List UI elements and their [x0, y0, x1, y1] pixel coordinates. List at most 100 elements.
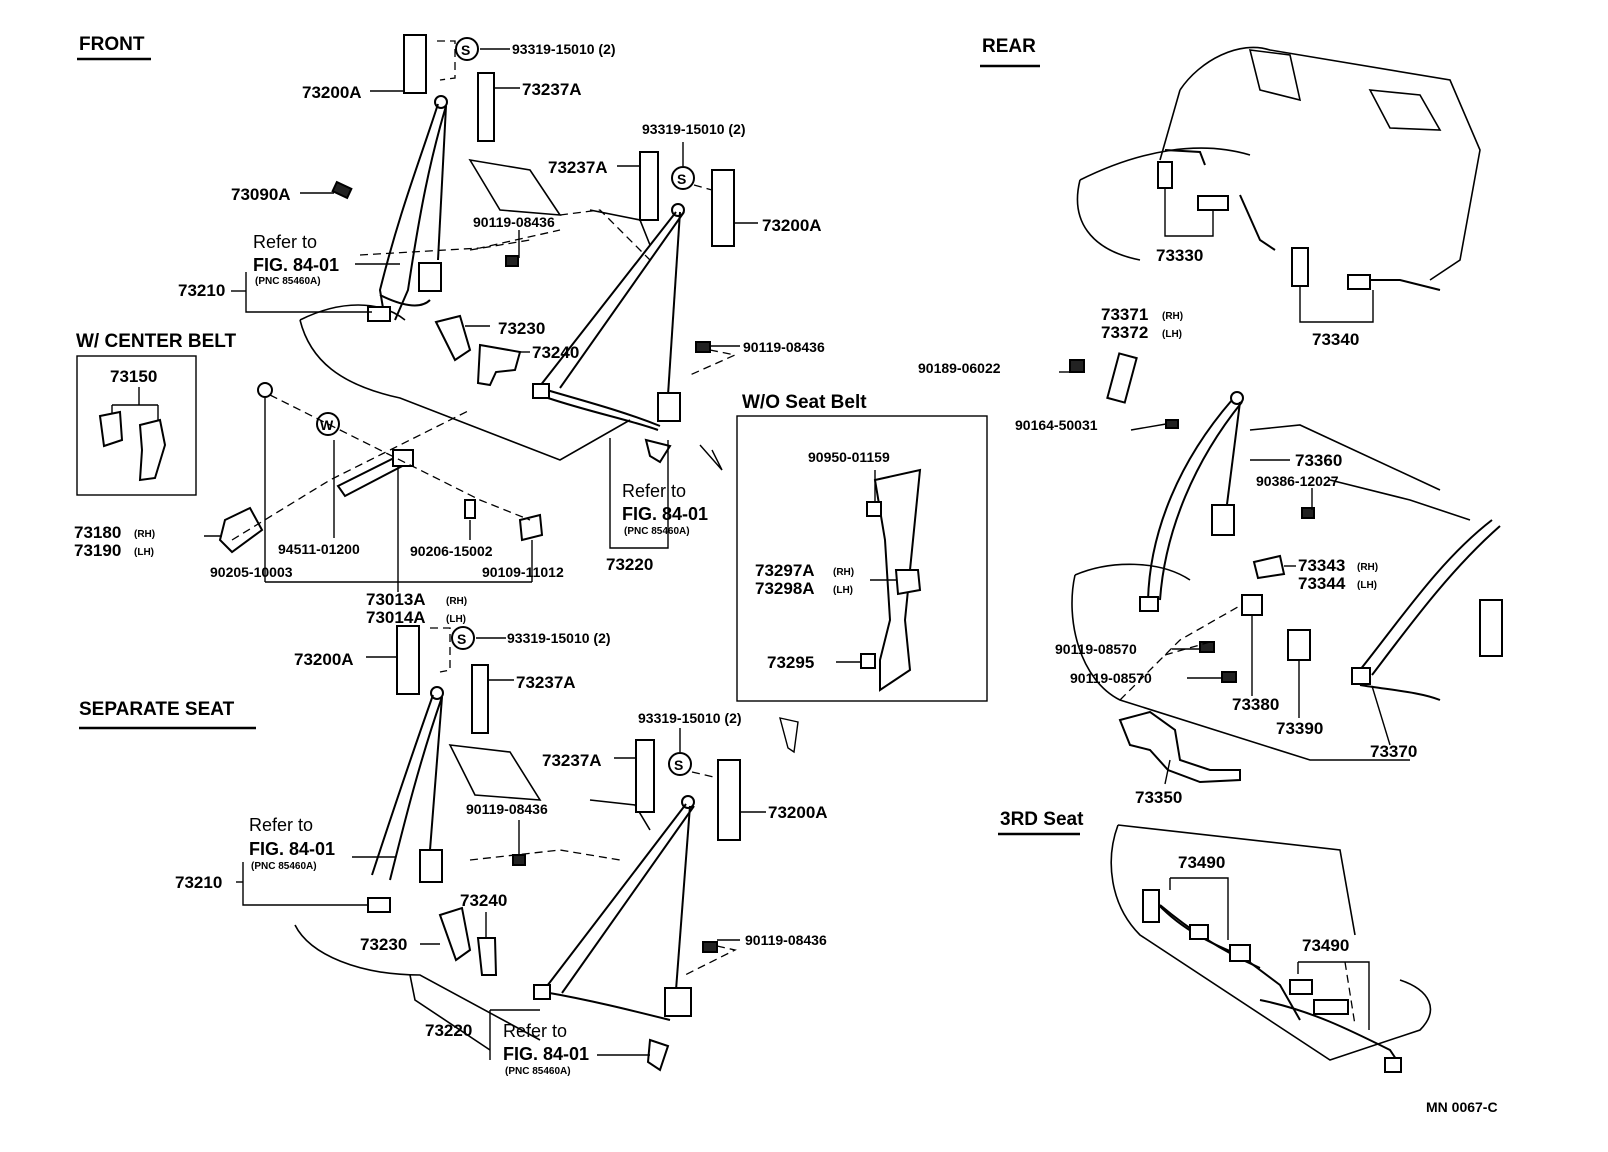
label-73490-a: 73490	[1178, 853, 1225, 872]
label-73340: 73340	[1312, 330, 1359, 349]
washer	[464, 499, 476, 519]
anchor-plate-73200a	[403, 34, 427, 94]
symbol-s-4: S	[668, 752, 692, 776]
belt-anchor-b	[533, 984, 551, 1000]
bolt-b	[695, 341, 711, 353]
label-73240-a: 73240	[532, 343, 579, 362]
retractor-b	[657, 392, 681, 422]
belt-73350	[1118, 710, 1241, 784]
label-93319-15010-b: 93319-15010 (2)	[642, 121, 746, 137]
label-73370: 73370	[1370, 742, 1417, 761]
refer-a-line2: FIG. 84-01	[253, 255, 339, 275]
refer-d-line2: FIG. 84-01	[503, 1044, 589, 1064]
rear-second-seat	[1071, 424, 1471, 761]
retractor	[418, 262, 442, 292]
label-73200a-b: 73200A	[762, 216, 822, 235]
rear-leaders	[1059, 371, 1391, 785]
label-90119-08570-b: 90119-08570	[1070, 670, 1152, 686]
label-73297a-suffix: (RH)	[833, 567, 854, 578]
refer-c-line1: Refer to	[249, 815, 313, 835]
heading-rear-text: REAR	[982, 36, 1036, 57]
refer-d-line1: Refer to	[503, 1021, 567, 1041]
buckle-73380	[1241, 594, 1263, 616]
label-73298a-suffix: (LH)	[833, 585, 853, 596]
label-73237a-b: 73237A	[548, 158, 608, 177]
refer-c-line3: (PNC 85460A)	[251, 861, 317, 872]
label-73390: 73390	[1276, 719, 1323, 738]
refer-c-line2: FIG. 84-01	[249, 839, 335, 859]
symbol-w-text: W	[320, 417, 334, 433]
label-73190: 73190	[74, 541, 121, 560]
bolt-a	[505, 255, 519, 267]
symbol-s-1-text: S	[461, 42, 470, 58]
label-73180-suffix: (RH)	[134, 529, 155, 540]
label-90119-08436-b: 90119-08436	[743, 339, 825, 355]
heading-third-seat: 3RD Seat	[998, 809, 1084, 836]
refer-block-b: Refer to FIG. 84-01 (PNC 85460A)	[622, 481, 708, 537]
third-buckle-b	[1189, 924, 1209, 940]
front-right-belt	[505, 151, 738, 471]
refer-d-line3: (PNC 85460A)	[505, 1066, 571, 1077]
refer-b-line3: (PNC 85460A)	[624, 526, 690, 537]
refer-a-line3: (PNC 85460A)	[255, 276, 321, 287]
label-73330: 73330	[1156, 246, 1203, 265]
bolt-90164	[1165, 419, 1179, 429]
center-belt-inset	[76, 355, 197, 496]
label-73237a-a: 73237A	[522, 80, 582, 99]
inset-buckle-b	[138, 418, 167, 482]
label-73344: 73344	[1298, 574, 1346, 593]
third-buckle-e	[1313, 999, 1349, 1015]
bolt-90109	[518, 513, 544, 542]
label-73490-b: 73490	[1302, 936, 1349, 955]
symbol-s-4-text: S	[674, 757, 683, 773]
rear-buckle-c	[1291, 247, 1309, 287]
rear-buckle-b	[1197, 195, 1229, 211]
refer-b-line2: FIG. 84-01	[622, 504, 708, 524]
cap-73295	[860, 653, 876, 669]
third-buckle-d	[1289, 979, 1313, 995]
cover-73237a-d	[635, 739, 655, 813]
label-73210-b: 73210	[175, 873, 222, 892]
label-73200a-a: 73200A	[302, 83, 362, 102]
separate-leaders	[236, 627, 799, 1060]
cover-73371	[1106, 352, 1138, 404]
heading-wo-seat-belt: W/O Seat Belt	[742, 392, 867, 413]
label-90206-15002: 90206-15002	[410, 543, 493, 559]
retractor-c	[419, 849, 443, 883]
retractor-73360	[1211, 504, 1235, 536]
heading-separate-seat: SEPARATE SEAT	[79, 699, 256, 730]
label-73297a: 73297A	[755, 561, 815, 580]
bolt-90386	[1301, 507, 1315, 519]
label-73013a-suffix: (RH)	[446, 596, 467, 607]
anchor-73370	[1351, 667, 1371, 685]
clip-90950	[866, 501, 882, 517]
symbol-s-2-text: S	[677, 171, 686, 187]
third-seat	[1110, 824, 1432, 1073]
seat-adjuster	[218, 506, 264, 554]
seat-frame-parts	[204, 382, 544, 592]
label-73230-b: 73230	[360, 935, 407, 954]
retractor-73370	[1479, 599, 1503, 657]
separate-right-belt	[512, 739, 741, 1072]
third-buckle-c	[1229, 944, 1251, 962]
label-73371: 73371	[1101, 305, 1148, 324]
label-90119-08570-a: 90119-08570	[1055, 641, 1137, 657]
label-73014a-suffix: (LH)	[446, 614, 466, 625]
label-73343-suffix: (RH)	[1357, 562, 1378, 573]
front-left-belt	[331, 34, 522, 387]
bolt-90119-f	[1221, 671, 1237, 683]
cover-73240	[476, 343, 522, 387]
rear-bench-seat	[1076, 46, 1481, 281]
buckle-73390	[1287, 629, 1311, 661]
rear-upper-belts	[1157, 149, 1441, 323]
label-73220-b: 73220	[425, 1021, 472, 1040]
label-73200a-d: 73200A	[768, 803, 828, 822]
refer-block-c: Refer to FIG. 84-01 (PNC 85460A)	[249, 815, 335, 872]
label-73230-a: 73230	[498, 319, 545, 338]
separate-left-belt	[367, 625, 498, 976]
arrow-up	[699, 444, 723, 471]
label-94511-01200: 94511-01200	[278, 541, 360, 557]
cover-73237a-c	[471, 664, 489, 734]
label-73090a: 73090A	[231, 185, 291, 204]
